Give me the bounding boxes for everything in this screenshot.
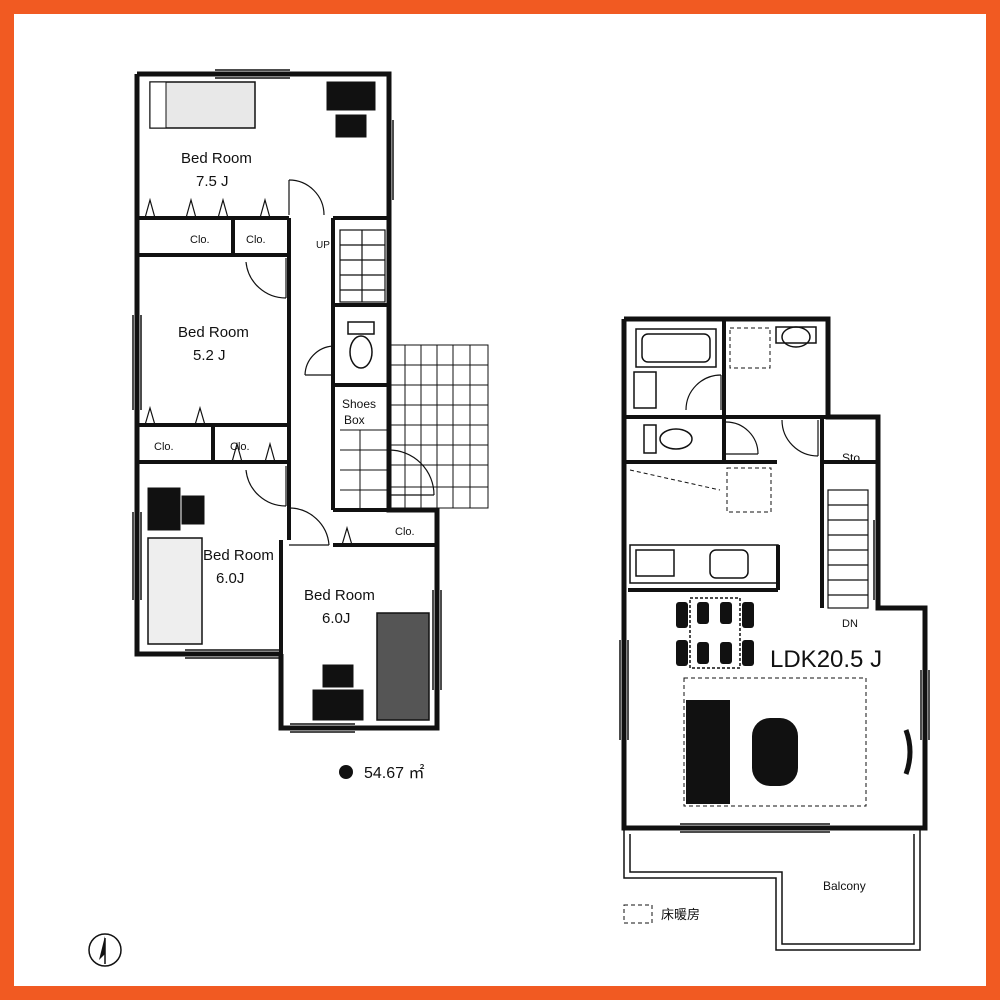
bed-icon <box>147 537 203 645</box>
bedroom-2-name: Bed Room <box>178 324 249 341</box>
legend-dashed-box-icon <box>623 904 653 924</box>
bedroom-2-size: 5.2 J <box>193 347 226 364</box>
shoes-box-label: Shoes <box>342 397 376 411</box>
tv-icon <box>903 729 913 775</box>
interior-walls <box>137 216 437 654</box>
north-arrow-icon <box>88 933 122 967</box>
stairs-down-label: DN <box>842 618 858 630</box>
closet-label: Clo. <box>154 441 174 453</box>
entrance-tiles <box>340 344 489 510</box>
shoes-box-label-2: Box <box>344 413 365 427</box>
balcony-outline <box>623 828 921 951</box>
bed-icon <box>376 612 430 721</box>
floor-area-bullet-icon <box>339 765 353 779</box>
door-swings-upper <box>245 179 435 546</box>
coffee-table-icon <box>752 718 798 786</box>
bedroom-1-size: 7.5 J <box>196 173 229 190</box>
closet-label: Clo. <box>230 441 250 453</box>
legend-floor-heating: 床暖房 <box>661 907 700 922</box>
upper-floor-plan <box>132 69 489 733</box>
stairs-lower <box>827 489 869 609</box>
desk-icon <box>312 689 364 721</box>
lower-floor-plan <box>619 316 930 951</box>
outer-walls <box>621 316 928 831</box>
floor-area: 54.67 ㎡ <box>364 764 425 782</box>
toilet-icon <box>775 326 817 348</box>
chair-icon <box>322 664 354 688</box>
stairs-upper <box>339 229 386 303</box>
bathtub-icon <box>635 328 717 368</box>
desk-icon <box>326 81 376 111</box>
windows-lower <box>619 520 930 833</box>
chair-icon <box>335 114 367 138</box>
toilet-icon <box>347 321 375 369</box>
bedroom-4-size: 6.0J <box>322 610 350 627</box>
floor-heating-zone <box>729 327 771 369</box>
door-swings-lower <box>685 374 819 457</box>
storage-label: Sto. <box>842 451 863 465</box>
kitchen-counter <box>629 544 779 584</box>
closet-doors <box>144 197 353 546</box>
stairs-up-label: UP <box>316 240 330 251</box>
washbasin-icon <box>633 371 657 409</box>
windows-upper <box>132 69 442 733</box>
toilet-icon <box>643 424 693 454</box>
balcony-label: Balcony <box>823 879 866 893</box>
bedroom-4-name: Bed Room <box>304 587 375 604</box>
desk-icon <box>147 487 181 531</box>
sofa-icon <box>686 700 730 804</box>
floor-heating-zone <box>726 467 772 513</box>
dining-chairs <box>676 602 754 666</box>
floor-heating-zone <box>629 469 721 491</box>
ldk-label: LDK20.5 J <box>770 646 882 673</box>
closet-label: Clo. <box>246 234 266 246</box>
dining-table-icon <box>689 597 741 669</box>
closet-label: Clo. <box>395 526 415 538</box>
bedroom-3-name: Bed Room <box>203 547 274 564</box>
floor-heating-zone <box>683 677 867 807</box>
closet-label: Clo. <box>190 234 210 246</box>
bedroom-1-name: Bed Room <box>181 150 252 167</box>
chair-icon <box>181 495 205 525</box>
bedroom-3-size: 6.0J <box>216 570 244 587</box>
